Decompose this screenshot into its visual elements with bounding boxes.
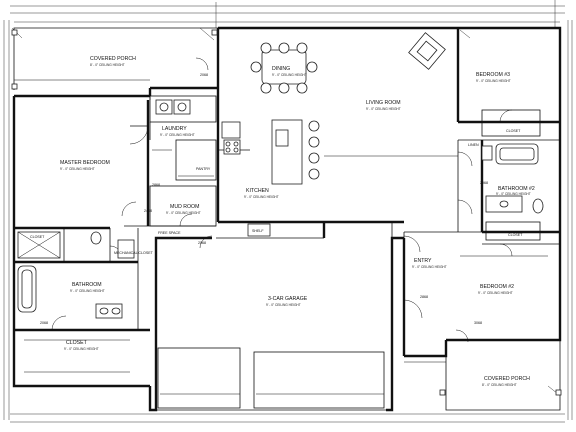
room-mud-room-note: 9' - 0" CEILING HEIGHT [166,211,201,215]
room-dining-note: 9' - 0" CEILING HEIGHT [272,73,307,77]
kitchen-island [221,119,320,237]
free-space-label: FREE SPACE [158,231,181,235]
fireplace [408,32,446,70]
door-tag: 2868 [152,183,160,187]
porch-outlines [11,27,562,411]
room-covered-porch-bottom-note: 8' - 0" CEILING HEIGHT [482,383,517,387]
room-bedroom-2-note: 9' - 0" CEILING HEIGHT [478,291,513,295]
room-garage-note: 9' - 0" CEILING HEIGHT [266,303,301,307]
room-closet-note: 9' - 0" CEILING HEIGHT [64,347,99,351]
room-bathroom-note: 9' - 0" CEILING HEIGHT [70,289,105,293]
bath2-fixtures [481,143,544,214]
room-covered-porch-bottom: COVERED PORCH [484,376,530,382]
room-covered-porch-top-note: 8' - 0" CEILING HEIGHT [90,63,125,67]
room-bedroom-3-note: 9' - 0" CEILING HEIGHT [476,79,511,83]
room-pantry: PANTRY [196,167,211,171]
room-master-bedroom-note: 9' - 0" CEILING HEIGHT [60,167,95,171]
room-bathroom-2: BATHROOM #2 [498,186,535,192]
room-entry-note: 9' - 0" CEILING HEIGHT [412,265,447,269]
exterior-walls [12,26,562,412]
closet-br3-label: CLOSET [506,129,521,133]
closet-br2-label: CLOSET [508,233,523,237]
room-bathroom-2-note: 9' - 0" CEILING HEIGHT [496,192,531,196]
shelf-label: SHELF [252,229,264,233]
room-kitchen-note: 9' - 0" CEILING HEIGHT [244,195,279,199]
door-tag: 3068 [474,321,482,325]
linen-label: LINEN [468,143,479,147]
room-bedroom-3: BEDROOM #3 [476,72,510,78]
dining-table [250,42,318,94]
room-kitchen: KITCHEN [246,188,269,194]
room-bedroom-2: BEDROOM #2 [480,284,514,290]
door-tag: 2868 [420,295,428,299]
door-tag: 2468 [144,209,152,213]
laundry-machines [155,99,191,115]
door-tag: 2068 [200,73,208,77]
garage-doors [157,347,385,409]
room-labels: COVERED PORCH 8' - 0" CEILING HEIGHT DIN… [60,56,535,387]
closet-label: CLOSET [30,235,45,239]
room-garage: 3-CAR GARAGE [268,296,308,302]
master-bath-fixtures [17,231,135,319]
door-tag: 2068 [480,181,488,185]
room-master-bedroom: MASTER BEDROOM [60,160,110,166]
door-tags: 2068 2868 2468 2068 2868 3068 2068 2068 … [30,73,523,325]
room-bathroom: BATHROOM [72,282,102,288]
mechanical-closet-label: MECHANICAL CLOSET [114,251,154,255]
room-laundry: LAUNDRY [162,126,187,132]
room-living: LIVING ROOM [366,100,401,106]
room-closet: CLOSET [66,340,88,346]
room-mud-room: MUD ROOM [170,204,199,210]
door-tag: 2068 [198,241,206,245]
shelving-hatch [24,149,548,373]
door-tag: 2068 [40,321,48,325]
room-laundry-note: 9' - 0" CEILING HEIGHT [160,133,195,137]
room-covered-porch-top: COVERED PORCH [90,56,136,62]
room-entry: ENTRY [414,258,432,264]
room-living-note: 9' - 0" CEILING HEIGHT [366,107,401,111]
room-dining: DINING [272,66,290,72]
